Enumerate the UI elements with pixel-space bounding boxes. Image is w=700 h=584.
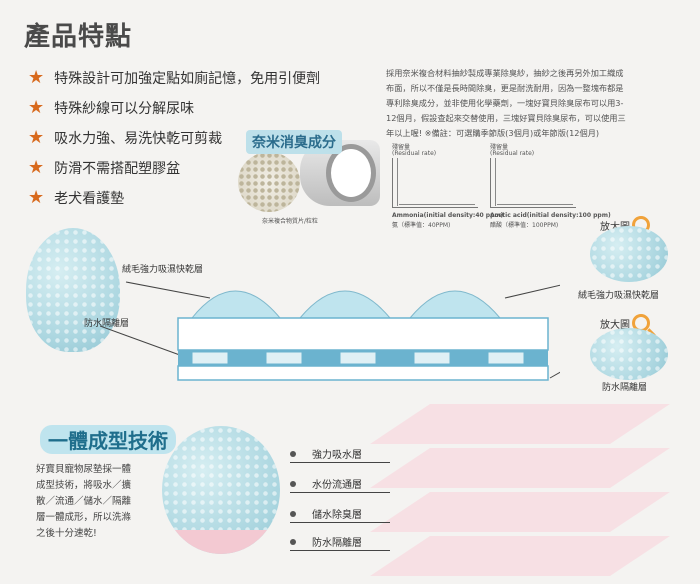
left-bottom-label: 防水隔離層 — [84, 319, 130, 329]
feature-item: ★老犬看護墊 — [28, 187, 125, 208]
zoom-bottom-caption: 防水隔離層 — [602, 383, 648, 393]
left-top-label: 絨毛強力吸濕快乾層 — [122, 265, 204, 275]
graph1-caption: Ammonia(initial density:40 ppm) — [392, 212, 504, 219]
particle-image — [238, 152, 300, 212]
layer-diagram — [100, 281, 560, 381]
graph1-title: 殘留量 — [392, 144, 411, 151]
feature-item: ★吸水力強、易洗快乾可剪裁 — [28, 127, 223, 148]
feature-item: ★防滑不需搭配塑膠盆 — [28, 157, 181, 178]
graph1-sub: (Residual rate) — [392, 150, 437, 157]
zoom-circle-top — [590, 226, 668, 282]
star-icon: ★ — [28, 67, 45, 88]
feature-item: ★特殊紗線可以分解尿味 — [28, 97, 195, 118]
layer-item: 水份流通層 — [290, 476, 362, 491]
layer-item: 強力吸水層 — [290, 446, 362, 461]
star-icon: ★ — [28, 97, 45, 118]
layer-item: 防水隔離層 — [290, 534, 362, 549]
graph1-axes — [392, 158, 478, 208]
zoom-top-caption: 絨毛強力吸濕快乾層 — [578, 291, 660, 301]
page-title: 產品特點 — [24, 22, 133, 52]
graph1-caption2: 氨（標準值：40PPM) — [392, 222, 451, 229]
layer-item: 儲水除臭層 — [290, 506, 362, 521]
nano-label: 奈米消臭成分 — [246, 130, 342, 154]
star-icon: ★ — [28, 187, 45, 208]
graph2-title: 殘留量 — [490, 144, 509, 151]
graph2-caption2: 醋酸（標準值：100PPM) — [490, 222, 559, 229]
tech-fabric-image — [162, 426, 280, 554]
nano-description: 採用奈米複合材料抽紗製成專業除臭紗，抽紗之後再另外加工織成 布面，所以不僅是長時… — [386, 68, 626, 138]
graph2-caption: Acetic acid(initial density:100 ppm) — [490, 212, 611, 219]
graph2-axes — [490, 158, 576, 208]
star-icon: ★ — [28, 127, 45, 148]
graph2-sub: (Residual rate) — [490, 150, 535, 157]
star-icon: ★ — [28, 157, 45, 178]
fabric-left-image — [26, 228, 120, 352]
zoom-circle-bottom — [590, 328, 668, 380]
tech-title: 一體成型技術 — [40, 425, 176, 454]
pink-layers — [370, 404, 670, 576]
feature-item: ★特殊設計可加強定點如廁記憶，免用引便劑 — [28, 67, 321, 88]
tech-description: 好寶貝寵物尿墊採一體 成型技術，將吸水／擴 散／流通／儲水／隔離 層一體成形，所… — [36, 464, 132, 539]
particle-caption: 奈米複合物質片/粒粒 — [262, 218, 319, 225]
